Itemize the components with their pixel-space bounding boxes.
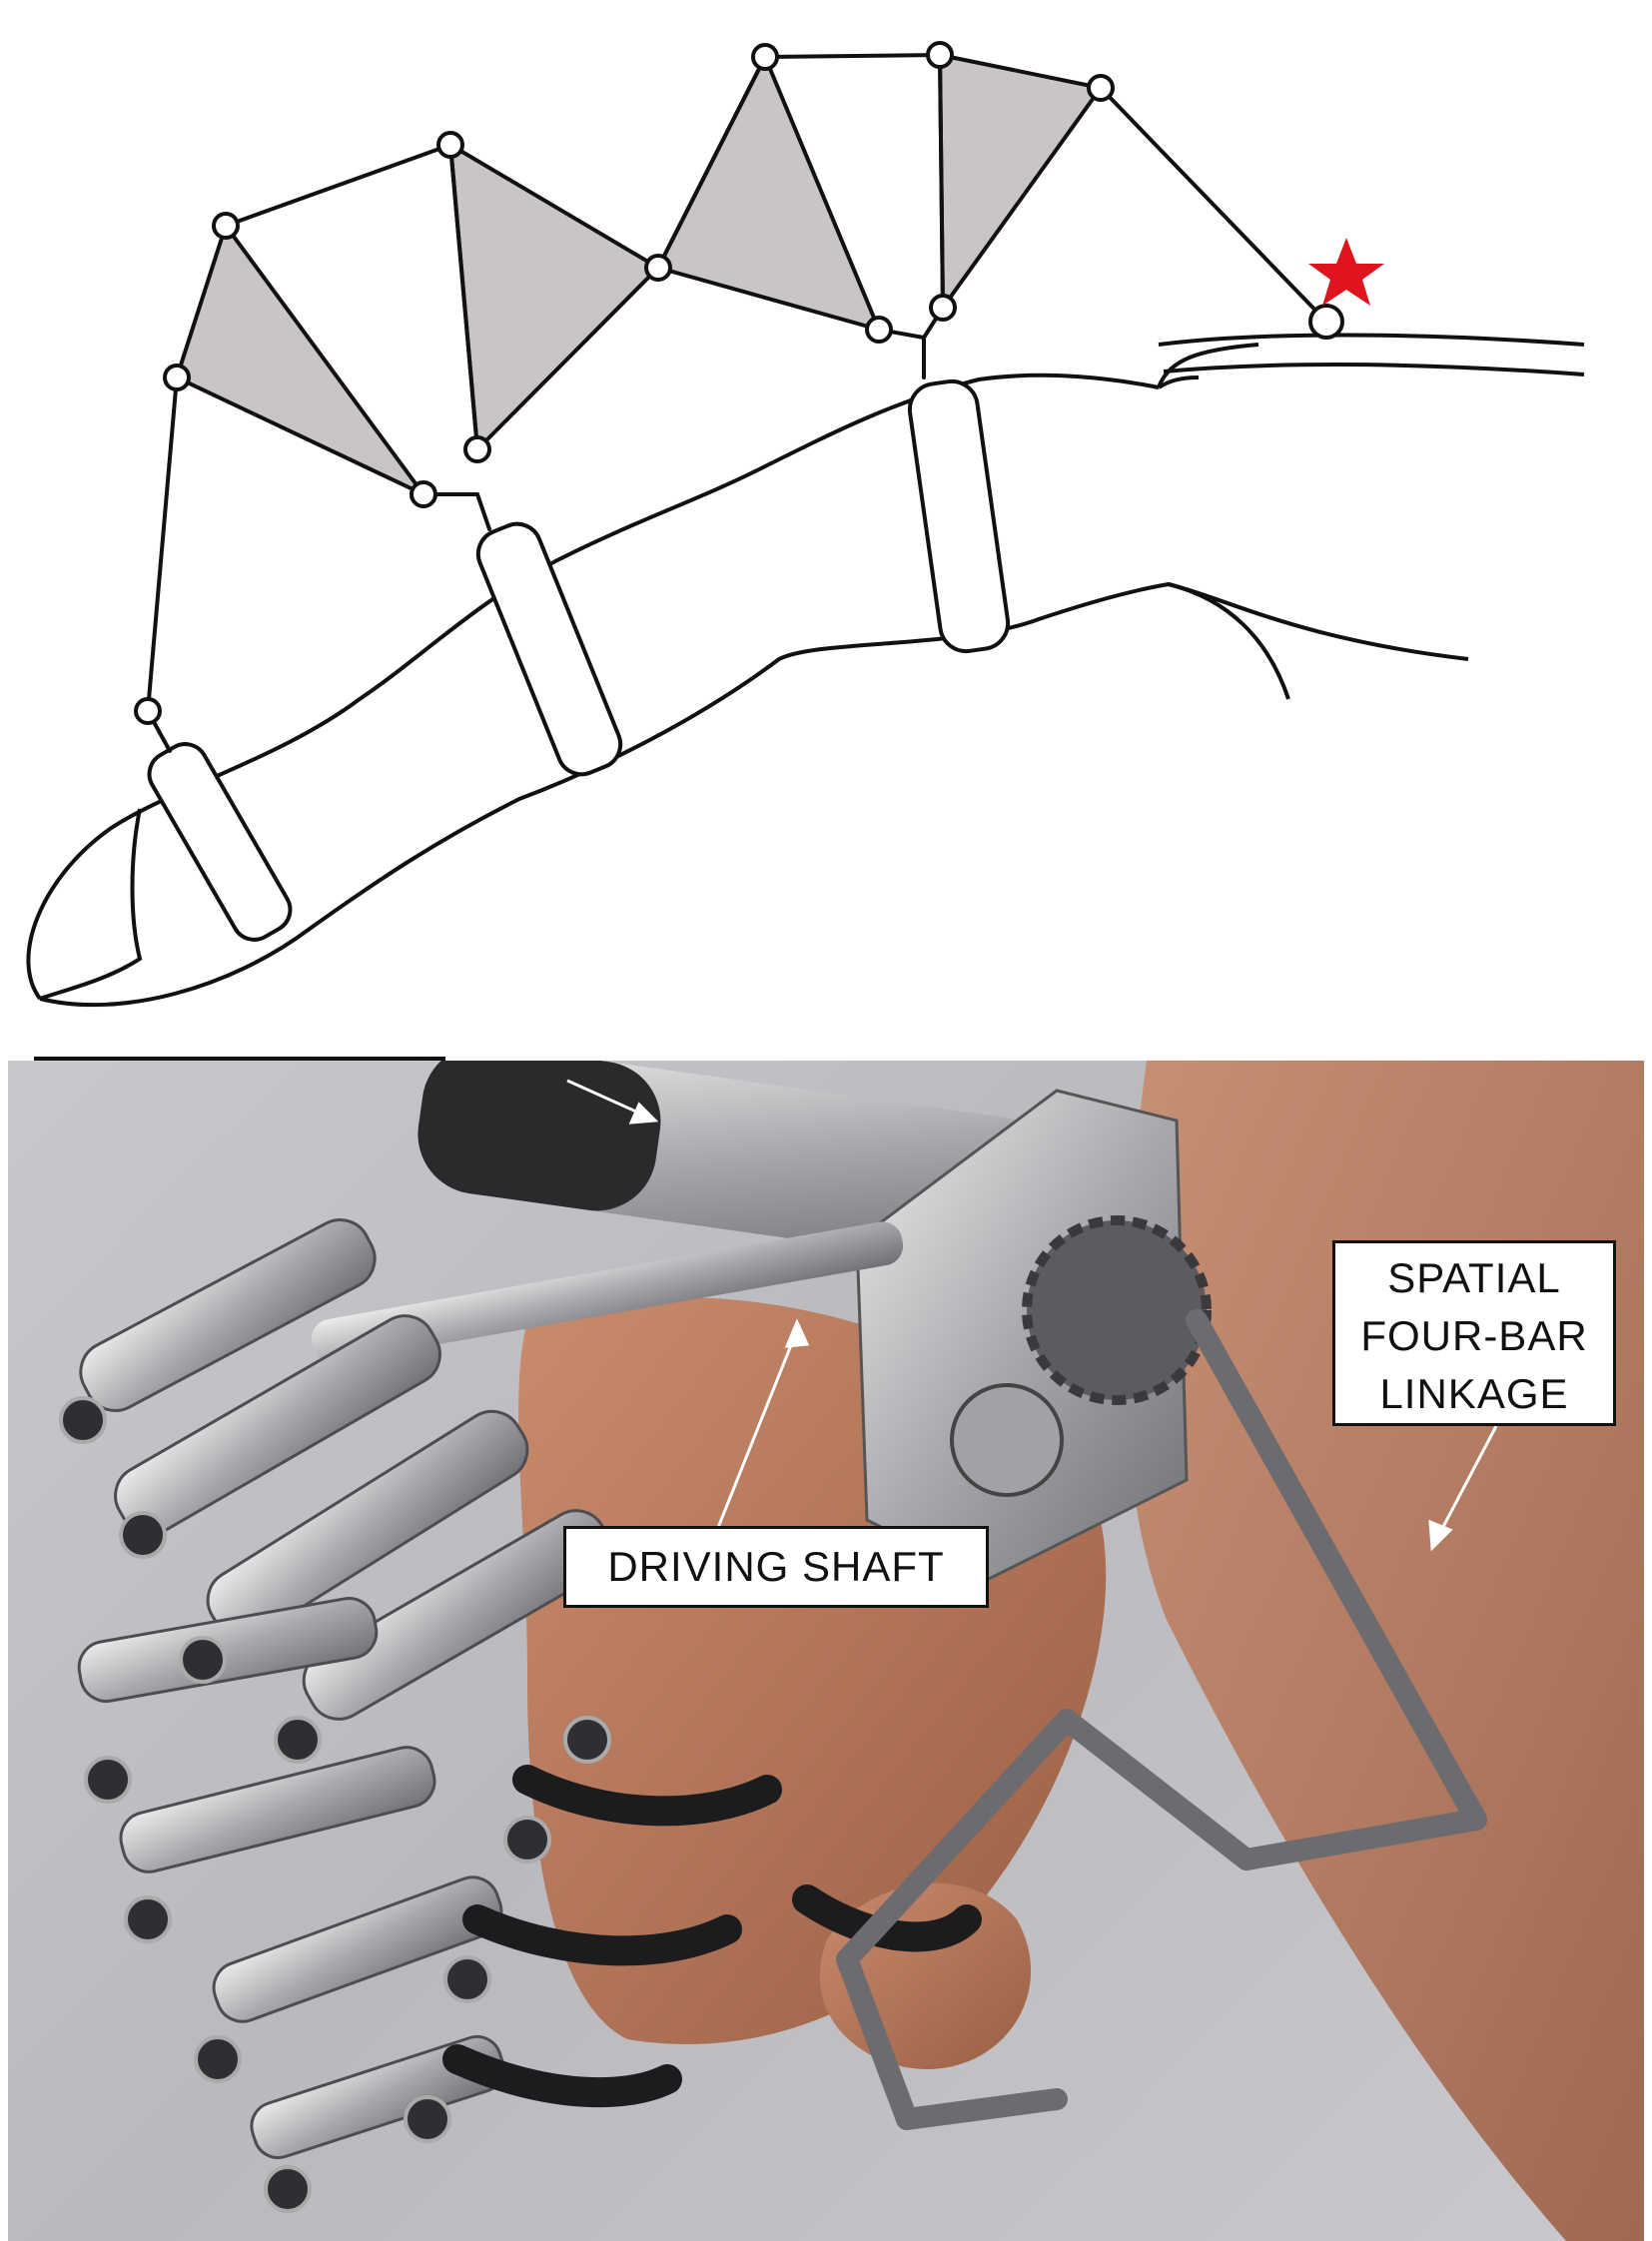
gear-frame — [855, 1089, 1189, 1582]
joint — [212, 212, 240, 240]
proximal-cuff — [907, 378, 1011, 654]
joint — [1087, 74, 1115, 102]
finger-cuffs — [147, 378, 1011, 942]
callout-arrows — [566, 1079, 1498, 1552]
velcro-straps — [442, 1765, 982, 2108]
shaded-links — [175, 53, 1103, 496]
middle-cuff — [475, 521, 623, 777]
link-triangle-3 — [656, 55, 881, 332]
driving-shaft-label: DRIVING SHAFT — [607, 1543, 945, 1590]
joint — [463, 435, 491, 463]
spatial-four-bar-linkage-callout: SPATIAL FOUR-BAR LINKAGE — [1332, 1240, 1616, 1426]
panel-divider — [34, 1057, 445, 1061]
joint — [410, 480, 437, 508]
gear-hub — [950, 1383, 1064, 1497]
joint — [436, 131, 464, 159]
motor-cap — [417, 1061, 661, 1211]
joint — [644, 254, 672, 282]
joint — [926, 41, 954, 69]
joint — [163, 364, 191, 391]
base-joint — [1308, 304, 1344, 340]
link-triangle-1 — [175, 224, 425, 496]
joint — [751, 43, 779, 71]
link-triangle-2 — [448, 143, 660, 451]
exoskeleton-photo: DRIVING SHAFT SPATIAL FOUR-BAR LINKAGE — [8, 1061, 1644, 2241]
driving-shaft-callout: DRIVING SHAFT — [563, 1526, 989, 1608]
distal-cuff — [147, 742, 293, 942]
link-triangle-4 — [938, 53, 1103, 310]
spatial-four-bar-linkage — [836, 1309, 1487, 2130]
joint — [134, 697, 162, 725]
joint — [865, 316, 893, 344]
joint — [929, 294, 957, 322]
driving-shaft — [311, 1221, 904, 1363]
star-icon — [1308, 238, 1384, 306]
linkage-schematic — [26, 41, 1585, 1008]
linkage-joints — [134, 41, 1344, 725]
spatial-label-line1: SPATIAL — [1387, 1254, 1561, 1301]
finger-outline — [26, 333, 1585, 1008]
spatial-label-line2: FOUR-BAR — [1360, 1312, 1588, 1359]
finger-linkages — [77, 1218, 613, 2160]
linkage-screws — [59, 1396, 611, 2213]
spatial-label-line3: LINKAGE — [1379, 1370, 1569, 1417]
gear — [1022, 1215, 1212, 1405]
